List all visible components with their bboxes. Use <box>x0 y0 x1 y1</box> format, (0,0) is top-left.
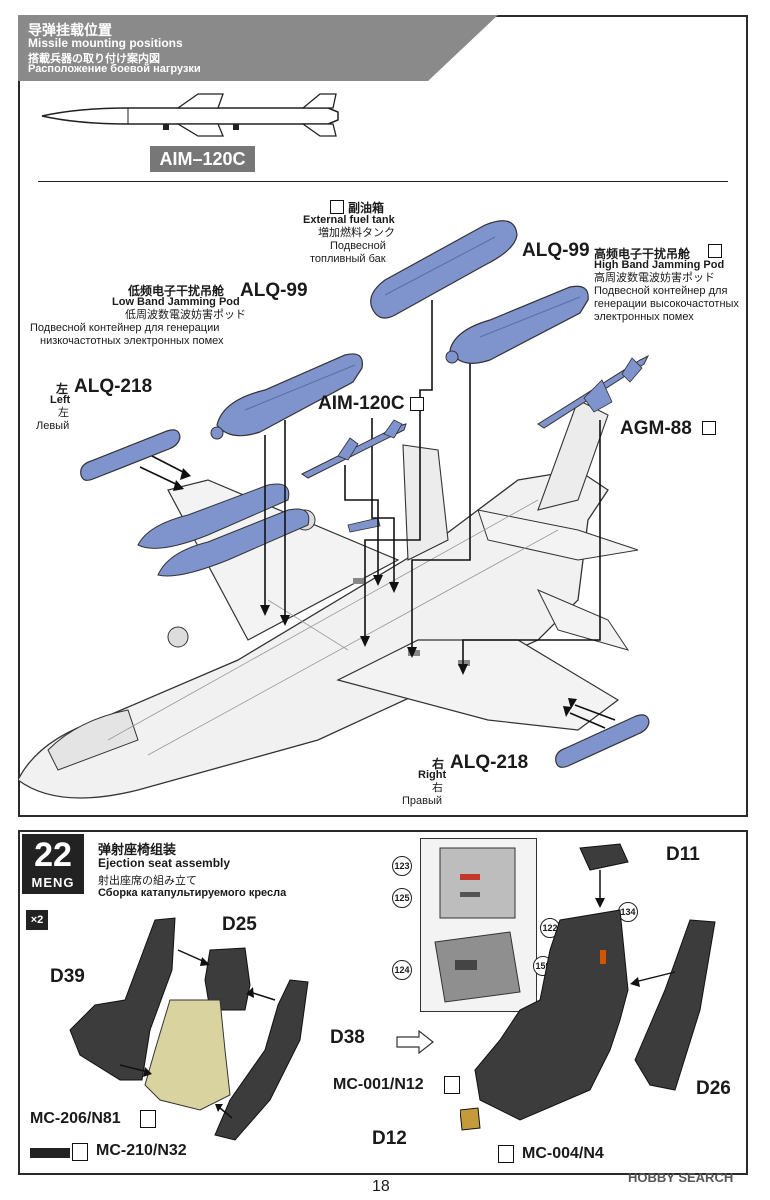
section1-header-band <box>18 15 498 81</box>
alq99-low-label-ru2: низкочастотных электронных помех <box>40 335 224 347</box>
alq218-left-jp: 左 <box>58 407 69 419</box>
alq218-right-cn: 右 <box>432 757 445 771</box>
callout-123: 123 <box>392 856 412 876</box>
aim120c-label: AIM-120C <box>318 393 405 414</box>
brush-icon <box>498 1145 514 1163</box>
alq218-right-ru: Правый <box>402 795 443 807</box>
aim120c-profile-illustration <box>41 93 339 137</box>
alq99-low-label-cn: 低频电子干扰吊舱 <box>128 284 225 298</box>
aim120c-banner-text: AIM–120C <box>159 148 246 169</box>
alq99-high-label-cn: 高频电子干扰吊舱 <box>594 247 691 261</box>
alq218-left-ru: Левый <box>36 420 70 432</box>
alq99-high-band-pod-part <box>445 285 589 364</box>
bowtie-icon <box>708 244 722 258</box>
brush-icon <box>72 1143 88 1161</box>
brush-icon <box>444 1076 460 1094</box>
section2-title-jp: 射出座席の組み立て <box>98 875 197 887</box>
bowtie-icon <box>330 200 344 214</box>
callout-122: 122 <box>540 918 560 938</box>
step-number: 22 <box>34 836 72 874</box>
paint-mc210-label: MC-210/N32 <box>96 1142 187 1159</box>
watermark-text: HOBBY SEARCH <box>628 1170 734 1185</box>
seat-exploded-illustration <box>69 917 309 1141</box>
fuel-tank-label-ru1: Подвесной <box>330 240 386 252</box>
section1-title-jp: 搭載兵器の取り付け案内図 <box>28 53 160 65</box>
part-d12-label: D12 <box>372 1128 407 1149</box>
paint-swatch-black <box>30 1148 70 1158</box>
section1-title-en: Missile mounting positions <box>28 36 183 50</box>
alq99-low-label-ru1: Подвесной контейнер для генерации <box>30 322 220 334</box>
callout-124: 124 <box>392 960 412 980</box>
alq99-high-label-jp: 高周波数電波妨害ポッド <box>594 272 715 284</box>
alq218-left-en: Left <box>50 394 71 406</box>
part-d38-label: D38 <box>330 1027 365 1048</box>
part-d25-label: D25 <box>222 914 257 935</box>
bowtie-icon <box>702 421 716 435</box>
section2-title-cn: 弹射座椅组装 <box>98 842 177 857</box>
part-d26-label: D26 <box>696 1078 731 1099</box>
fuel-tank-label-en: External fuel tank <box>303 214 395 226</box>
inset-detail-illustration <box>434 847 521 1003</box>
alq218-left-part <box>80 429 181 481</box>
quantity-text: ×2 <box>30 914 44 926</box>
section1-title-ru: Расположение боевой нагрузки <box>28 63 201 75</box>
agm88-label: AGM-88 <box>620 418 692 439</box>
alq218-left-code: ALQ-218 <box>74 376 153 397</box>
fuel-tank-label-jp: 増加燃料タンク <box>318 227 395 239</box>
bowtie-icon <box>410 397 424 411</box>
step-number-badge: 22 MENG <box>22 834 84 894</box>
alq218-left-cn: 左 <box>56 382 69 396</box>
page-number: 18 <box>372 1178 390 1195</box>
part-d11-label: D11 <box>666 844 700 865</box>
callout-125: 125 <box>392 888 412 908</box>
assembled-seat-illustration <box>460 843 716 1131</box>
paint-mc206-label: MC-206/N81 <box>30 1110 121 1127</box>
alq99-high-label-ru1: Подвесной контейнер для <box>594 285 728 297</box>
fuel-tank-label-cn: 副油箱 <box>348 201 385 215</box>
external-fuel-tank-part <box>370 220 518 319</box>
alq218-right-jp: 右 <box>432 782 443 794</box>
alq99-low-label-jp: 低周波数電波妨害ポッド <box>125 309 246 321</box>
part-d39-label: D39 <box>50 966 85 987</box>
alq99-low-label-en: Low Band Jamming Pod <box>112 296 240 308</box>
aim120c-missile-part <box>301 419 407 479</box>
alq99-low-band-pod-part <box>210 353 363 440</box>
agm88-missile-part <box>537 354 650 429</box>
section2-title-en: Ejection seat assembly <box>98 856 231 870</box>
brush-icon <box>140 1110 156 1128</box>
alq218-right-en: Right <box>418 769 447 781</box>
alq99-high-label-ru2: генерации высокочастотных <box>594 298 739 310</box>
assembly-flow-arrow-icon <box>396 1030 434 1054</box>
aim120c-banner: AIM–120C <box>150 146 255 172</box>
section2-title-ru: Сборка катапультируемого кресла <box>98 887 287 899</box>
mounting-guide-lines <box>139 300 616 729</box>
section-divider-line <box>38 181 728 182</box>
paint-mc001-label: MC-001/N12 <box>333 1076 424 1093</box>
alq99-high-label-ru3: электронных помех <box>594 311 694 323</box>
brand-logo: MENG <box>31 875 75 890</box>
quantity-badge: ×2 <box>26 910 48 930</box>
alq99-high-code: ALQ-99 <box>522 240 590 261</box>
paint-mc004-label: MC-004/N4 <box>522 1145 604 1162</box>
fuel-tank-label-ru2: топливный бак <box>310 253 386 265</box>
alq218-right-code: ALQ-218 <box>450 752 529 773</box>
section1-title-cn: 导弹挂载位置 <box>28 22 112 38</box>
alq218-right-part <box>555 714 650 768</box>
alq99-low-code: ALQ-99 <box>240 280 308 301</box>
aircraft-illustration <box>18 399 639 799</box>
alq99-high-label-en: High Band Jamming Pod <box>594 259 725 271</box>
